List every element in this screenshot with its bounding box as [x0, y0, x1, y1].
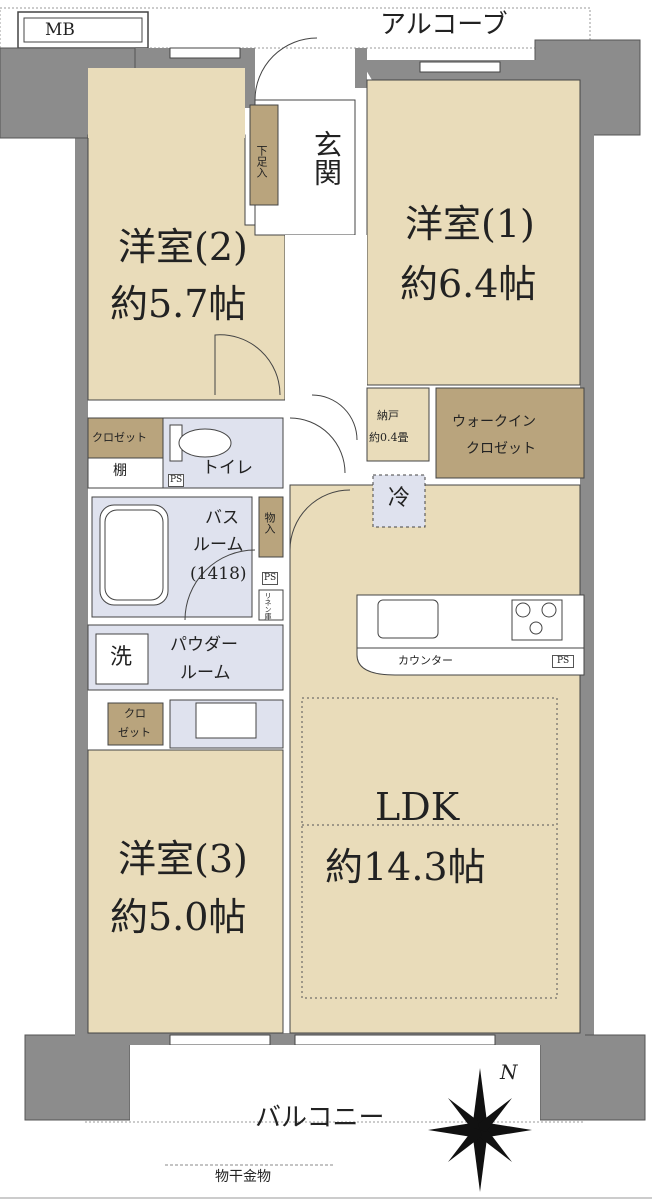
mb-label: MB [45, 20, 75, 40]
window-ldk [294, 1034, 496, 1046]
ps-label-kitchen: PS [552, 655, 575, 668]
bath-line3: (1418) [190, 564, 247, 584]
ps-label-bath: PS [262, 572, 279, 585]
vanity-sink [195, 702, 257, 739]
fridge-space [372, 474, 426, 528]
toilet-bowl [178, 428, 232, 458]
closet-label: クロゼット [92, 431, 147, 444]
mono-ire-label: 物入 [263, 512, 276, 534]
powder-line2: ルーム [180, 663, 231, 683]
shelf-room2 [87, 457, 164, 489]
wic-line1: ウォークイン [452, 414, 536, 430]
burner-1 [515, 602, 531, 618]
wall-genkan-left [245, 48, 255, 108]
mb-inner [23, 17, 143, 43]
top-exterior-line [0, 7, 591, 49]
room1-name: 洋室(1) [405, 202, 535, 246]
door-room1 [311, 394, 358, 441]
fridge-label: 冷 [388, 486, 411, 511]
ldk-size: 約14.3帖 [325, 845, 486, 889]
shoe-storage [249, 104, 279, 206]
north-label: N [500, 1060, 518, 1084]
shoe-storage-label: 下足入 [255, 145, 268, 178]
room1-floor [366, 79, 581, 386]
wic-line2: クロゼット [466, 441, 536, 457]
nando-name: 納戸 [377, 409, 399, 422]
linen-storage [258, 589, 284, 621]
bath-line1: バス [205, 508, 239, 528]
door-bath [184, 549, 256, 621]
door-ldk [289, 489, 351, 551]
bath-inner [104, 509, 164, 601]
nando-floor [366, 387, 430, 462]
ldk-floor [289, 484, 581, 1034]
counter-label: カウンター [398, 654, 453, 667]
ldk-name: LDK [375, 785, 460, 829]
wic-floor [435, 387, 585, 479]
room2-upper [88, 68, 245, 138]
window-room2 [169, 47, 241, 59]
kitchen-stove [511, 599, 563, 641]
room3-floor [87, 749, 284, 1034]
closet-small-line2: ゼット [118, 726, 151, 739]
window-room3 [169, 1034, 271, 1046]
burner-3 [529, 621, 543, 635]
north-compass [428, 1068, 532, 1192]
room1-size: 約6.4帖 [400, 262, 537, 306]
room3-size: 約5.0帖 [110, 895, 247, 939]
door-toilet [289, 417, 346, 474]
room2-size: 約5.7帖 [110, 282, 247, 326]
laundry-pole-label: 物干金物 [215, 1169, 271, 1185]
outer-wall-right [580, 120, 594, 1040]
washer [95, 633, 149, 685]
wall-genkan-right [355, 48, 367, 88]
genkan-label: 玄関 [310, 130, 343, 186]
powder-line1: パウダー [170, 635, 238, 655]
kitchen-sink [377, 599, 439, 639]
closet-room2 [87, 417, 164, 459]
toilet-label: トイレ [202, 458, 253, 478]
alcove-label: アルコーブ [380, 10, 508, 40]
nando-size: 約0.4畳 [369, 431, 409, 444]
closet-small-line1: クロ [124, 707, 146, 720]
column-bottom-left [24, 1034, 131, 1121]
closet-small [107, 702, 164, 746]
column-bottom-right [539, 1034, 646, 1121]
door-room2 [214, 334, 281, 396]
room3-name: 洋室(3) [118, 837, 248, 881]
burner-2 [541, 602, 557, 618]
bath-line2: ルーム [193, 535, 244, 555]
laundry-label: 洗 [110, 645, 133, 670]
linen-label: リネン庫 [264, 592, 272, 620]
window-room1 [419, 61, 501, 73]
balcony-label: バルコニー [255, 1103, 385, 1133]
mono-ire-storage [258, 496, 284, 558]
room2-name: 洋室(2) [118, 225, 248, 269]
ldk-dashed-area [301, 697, 558, 999]
ps-label-toilet: PS [168, 474, 185, 487]
bath-tub [99, 504, 169, 606]
corridor-floor [285, 235, 367, 485]
shelf-label: 棚 [113, 463, 127, 479]
door-genkan [254, 37, 318, 101]
